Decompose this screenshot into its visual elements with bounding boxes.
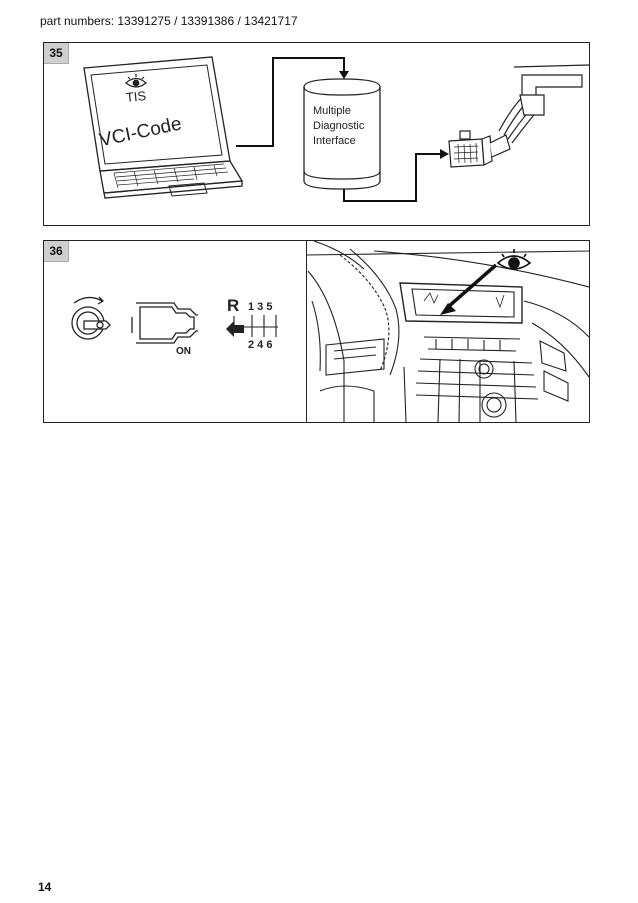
ignition-connector-icon [131,302,198,344]
arrow-icon [226,321,244,337]
panel-divider [306,241,307,422]
page-number: 14 [38,880,52,894]
laptop-illustration [83,56,244,199]
ignition-key-icon [71,296,111,340]
mdi-to-connector-cable [343,153,442,202]
mdi-label-line-3: Interface [313,135,356,147]
figure-number-36: 36 [44,241,69,262]
ignition-on-label: ON [176,346,191,357]
laptop-to-mdi-cable [236,57,345,147]
gear-bottom-row-label: 2 4 6 [248,339,272,351]
gear-reverse-label: R [227,296,239,315]
arrow-icon [446,263,498,309]
arrow-icon [440,149,449,159]
arrow-icon [339,71,349,79]
mdi-label-line-2: Diagnostic [313,120,365,132]
mdi-device [303,78,381,190]
arrow-icon [440,303,456,315]
figure-number-35: 35 [44,43,69,64]
part-numbers-header: part numbers: 13391275 / 13391386 / 1342… [40,14,298,28]
figure-36-panel: 36 ON R 1 3 5 2 4 6 [43,240,590,423]
mdi-label-line-1: Multiple [313,105,351,117]
obd-connector-illustration [448,64,589,168]
dashboard-illustration [305,241,589,422]
eye-icon [125,74,147,88]
eye-icon [496,249,532,270]
figure-36-illustration: ON R 1 3 5 2 4 6 [71,241,589,422]
gear-top-row-label: 1 3 5 [248,301,272,313]
figure-35-panel: 35 [43,42,590,226]
figure-35-illustration: TIS VCI-Code Multiple Diagnostic Interfa… [83,56,589,202]
laptop-tis-label: TIS [125,88,147,105]
laptop-vci-code-label: VCI-Code [98,113,184,151]
